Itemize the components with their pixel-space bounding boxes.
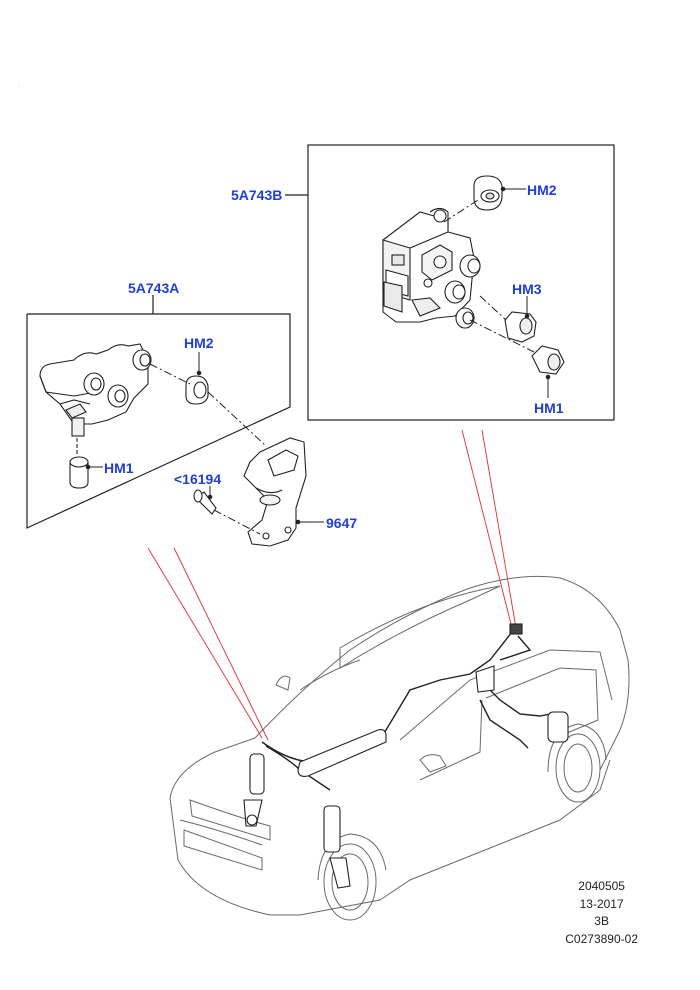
valve-block-a bbox=[39, 343, 152, 437]
callout-bolt-16194: <16194 bbox=[174, 471, 222, 487]
bracket-9647 bbox=[243, 437, 307, 547]
detail-box-a bbox=[26, 295, 291, 529]
bolt-16194 bbox=[193, 489, 217, 515]
pointer-lines bbox=[147, 429, 517, 741]
vehicle-outline bbox=[169, 575, 630, 921]
detail-box-b bbox=[285, 144, 615, 421]
callout-hm1-a: HM1 bbox=[104, 460, 134, 476]
callout-hm2-a: HM2 bbox=[184, 335, 214, 351]
valve-block-b bbox=[382, 207, 481, 329]
revision-code: 3B bbox=[594, 914, 609, 928]
rear-air-spring bbox=[475, 623, 569, 743]
assembly-lines-a bbox=[149, 363, 267, 535]
illustration-id: C0273890-02 bbox=[565, 931, 638, 946]
hm3-nut bbox=[504, 311, 537, 343]
callout-hm1-b: HM1 bbox=[534, 400, 564, 416]
callout-leaders-a bbox=[85, 352, 324, 525]
reference-number: 2040505 bbox=[578, 879, 625, 893]
callout-9647: 9647 bbox=[326, 515, 358, 531]
hm1-fitting-a bbox=[69, 438, 89, 489]
reservoir-tank bbox=[297, 729, 387, 777]
assembly-lines-b bbox=[443, 199, 535, 353]
callout-leaders-b bbox=[500, 186, 551, 398]
hm1-fitting-b bbox=[531, 345, 565, 375]
callout-5a743a: 5A743A bbox=[128, 280, 180, 296]
hm2-cap-b bbox=[473, 175, 503, 211]
callout-hm2-b: HM2 bbox=[527, 182, 557, 198]
callout-5a743b: 5A743B bbox=[231, 187, 283, 203]
svg-text:‐: ‐ bbox=[18, 84, 20, 90]
hm2-cap-a bbox=[185, 375, 209, 405]
front-air-strut-left bbox=[243, 753, 265, 827]
date-code: 13-2017 bbox=[579, 896, 624, 911]
front-air-strut-right bbox=[323, 805, 351, 889]
callout-hm3-b: HM3 bbox=[512, 281, 542, 297]
illustration-reference-block: 2040505 13-2017 3B C0273890-02 bbox=[565, 878, 638, 948]
